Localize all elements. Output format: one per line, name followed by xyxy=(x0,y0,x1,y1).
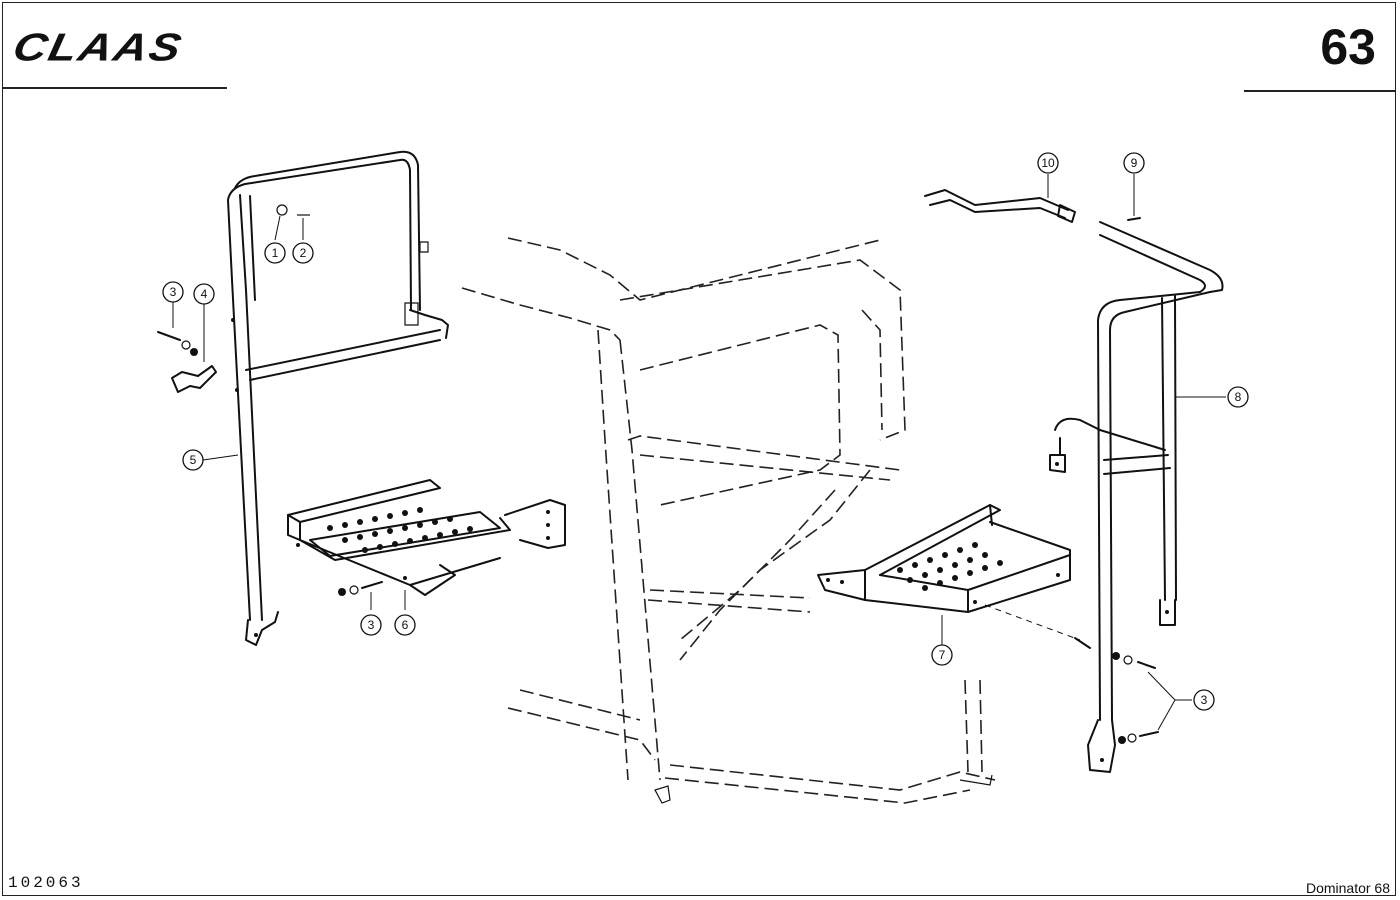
step-7-holes xyxy=(826,542,1060,604)
svg-text:3: 3 xyxy=(368,618,375,632)
svg-text:6: 6 xyxy=(402,618,409,632)
bracket-rod-10 xyxy=(924,174,1076,223)
pin-9 xyxy=(1127,174,1141,221)
callout-9: 9 xyxy=(1123,152,1145,174)
right-handrail xyxy=(1049,221,1226,773)
svg-text:3: 3 xyxy=(1201,693,1208,707)
callout-1: 1 xyxy=(264,242,286,264)
callout-3-step6: 3 xyxy=(360,614,382,636)
callout-5: 5 xyxy=(182,449,239,471)
step-platform-7 xyxy=(817,504,1081,645)
header-rule-right xyxy=(1244,90,1396,92)
svg-text:7: 7 xyxy=(939,648,946,662)
svg-text:8: 8 xyxy=(1235,390,1242,404)
cabin-outline xyxy=(461,237,996,804)
svg-text:2: 2 xyxy=(300,246,307,260)
callout-3-left: 3 xyxy=(162,281,184,303)
bolt-assembly-right xyxy=(1074,637,1192,744)
callout-4: 4 xyxy=(193,283,215,305)
callout-6: 6 xyxy=(394,614,416,636)
fastener-screw-1 xyxy=(274,204,288,241)
header-rule-left xyxy=(2,87,227,89)
callout-3-right: 3 xyxy=(1193,689,1215,711)
step-platform-6 xyxy=(287,479,566,610)
step-6-holes xyxy=(296,507,550,580)
svg-text:10: 10 xyxy=(1041,156,1055,170)
svg-text:5: 5 xyxy=(190,453,197,467)
svg-text:1: 1 xyxy=(272,246,279,260)
svg-text:3: 3 xyxy=(170,285,177,299)
bolt-assembly-left xyxy=(157,302,217,393)
model-name: Dominator 68 xyxy=(1305,880,1390,896)
callout-10: 10 xyxy=(1037,152,1059,174)
callout-8: 8 xyxy=(1227,386,1249,408)
svg-text:9: 9 xyxy=(1131,156,1138,170)
page-number: 63 xyxy=(1320,19,1376,75)
callout-7: 7 xyxy=(931,644,953,666)
left-handrail xyxy=(227,150,449,646)
callout-2: 2 xyxy=(292,242,314,264)
svg-text:4: 4 xyxy=(201,287,208,301)
drawing-number: 102063 xyxy=(8,874,84,892)
fastener-screw-2 xyxy=(297,214,310,240)
